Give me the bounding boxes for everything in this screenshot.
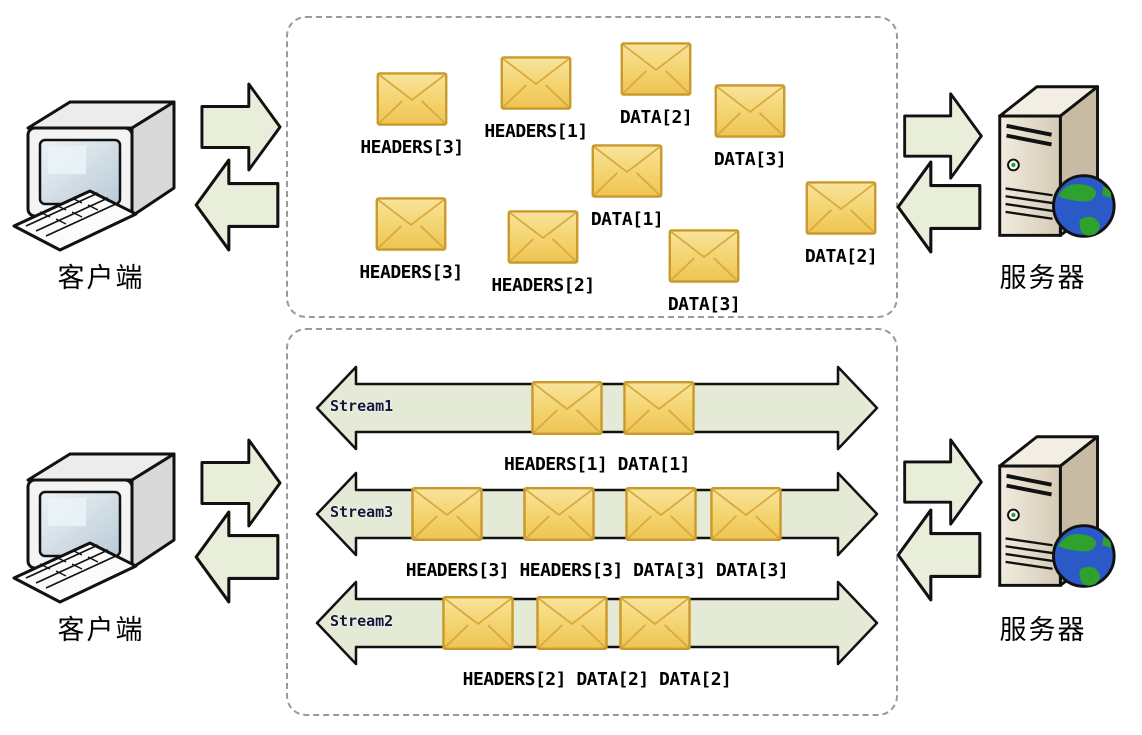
frame-label: HEADERS[2] <box>491 275 595 296</box>
stream-caption: HEADERS[2] DATA[2] DATA[2] <box>462 669 732 690</box>
client-label-top: 客户端 <box>57 263 145 293</box>
unordered-frames-panel: HEADERS[3] HEADERS[1] DATA[2] DATA[3] DA… <box>286 16 898 318</box>
client-label-bottom: 客户端 <box>57 615 145 645</box>
frame-label: DATA[1] <box>590 209 664 230</box>
frame-label: DATA[2] <box>804 246 878 267</box>
streams-panel: Stream1 HEADERS[1] DATA[1] Stream3 HEADE… <box>286 328 898 716</box>
arrow-left-icon-client-bottom <box>194 508 280 606</box>
frame-data2-a: DATA[2] <box>596 42 716 128</box>
frame-label: DATA[2] <box>619 107 693 128</box>
envelope-icon <box>411 485 483 543</box>
stream-name: Stream2 <box>330 612 394 630</box>
envelope-icon <box>590 144 664 198</box>
stream-name: Stream3 <box>330 503 394 521</box>
envelope-icon <box>623 379 695 437</box>
envelope-icon <box>619 594 691 652</box>
frame-label: DATA[3] <box>667 294 741 315</box>
client-computer-icon-top <box>12 88 187 265</box>
server-label-bottom: 服务器 <box>999 615 1087 645</box>
frame-label: DATA[3] <box>713 149 787 170</box>
envelope-icon <box>531 379 603 437</box>
arrow-left-icon-client-top <box>194 156 280 254</box>
client-computer-icon-bottom <box>12 440 187 617</box>
frame-label: HEADERS[3] <box>359 262 463 283</box>
arrow-left-icon-server-bottom <box>896 506 982 604</box>
envelope-icon <box>667 229 741 283</box>
frame-headers3-a: HEADERS[3] <box>352 72 472 158</box>
stream-caption: HEADERS[1] DATA[1] <box>503 454 691 475</box>
server-icon-top <box>988 78 1120 253</box>
envelope-icon <box>625 485 697 543</box>
envelope-icon <box>619 42 693 96</box>
envelope-icon <box>710 485 782 543</box>
server-tower-icon <box>988 428 1120 598</box>
frame-headers3-b: HEADERS[3] <box>351 197 471 283</box>
envelope-icon <box>442 594 514 652</box>
stream-row-1: Stream1 HEADERS[1] DATA[1] <box>314 364 880 478</box>
envelope-icon <box>536 594 608 652</box>
double-arrow-icon <box>314 470 880 558</box>
frame-data2-b: DATA[2] <box>781 181 901 267</box>
envelope-icon <box>804 181 878 235</box>
frame-data1: DATA[1] <box>567 144 687 230</box>
frame-headers1: HEADERS[1] <box>476 56 596 142</box>
envelope-icon <box>506 210 580 264</box>
frame-data3-b: DATA[3] <box>644 229 764 315</box>
server-tower-icon <box>988 78 1120 248</box>
frame-data3-a: DATA[3] <box>690 84 810 170</box>
envelope-icon <box>713 84 787 138</box>
server-label-top: 服务器 <box>999 263 1087 293</box>
envelope-icon <box>523 485 595 543</box>
frame-label: HEADERS[1] <box>484 121 588 142</box>
stream-row-2: Stream2 HEADERS[2] DATA[2] DATA[2] <box>314 579 880 693</box>
envelope-icon <box>499 56 573 110</box>
frame-headers2: HEADERS[2] <box>483 210 603 296</box>
computer-icon <box>12 440 187 612</box>
stream-row-3: Stream3 HEADERS[3] HEADERS[3] DATA[3] DA… <box>314 470 880 584</box>
stream-caption: HEADERS[3] HEADERS[3] DATA[3] DATA[3] <box>405 560 789 581</box>
envelope-icon <box>375 72 449 126</box>
stream-name: Stream1 <box>330 397 394 415</box>
frame-label: HEADERS[3] <box>360 137 464 158</box>
server-icon-bottom <box>988 428 1120 603</box>
computer-icon <box>12 88 187 260</box>
arrow-left-icon-server-top <box>896 158 982 256</box>
envelope-icon <box>374 197 448 251</box>
